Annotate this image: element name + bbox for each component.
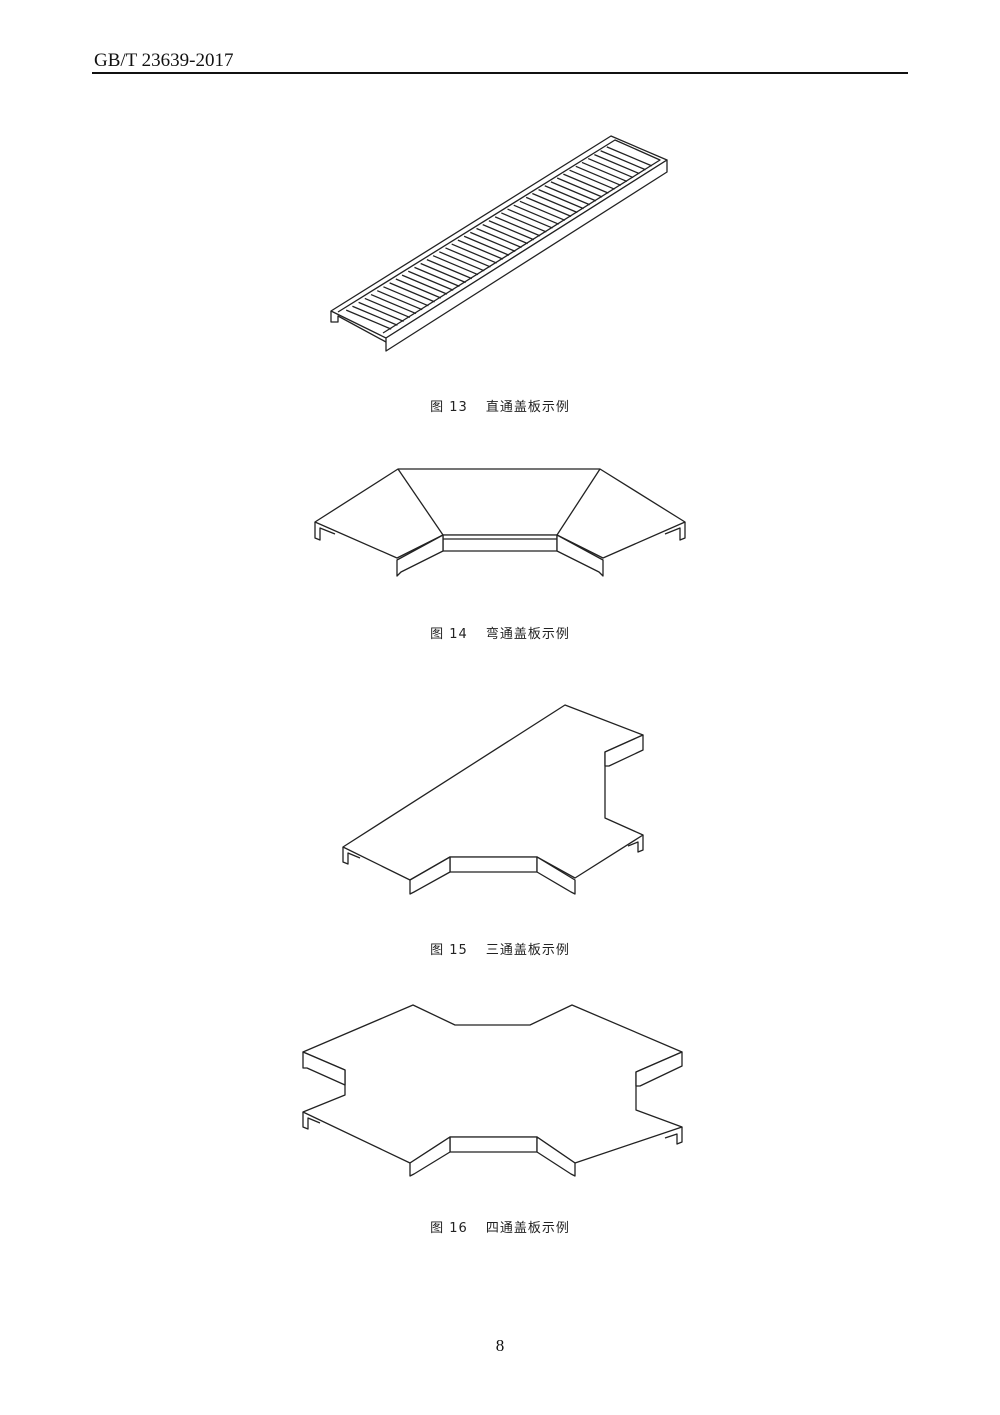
cover-slat (525, 196, 572, 218)
cover-slat (358, 301, 404, 322)
figure-13-straight-cover-drawing (330, 135, 668, 352)
cover-slat (532, 192, 578, 214)
figure-14-number: 图 14 (430, 627, 468, 642)
figure-13-title: 直通盖板示例 (485, 400, 570, 415)
figure-14-elbow-cover-drawing (314, 468, 686, 577)
header-rule (92, 72, 908, 74)
cover-slat (451, 243, 497, 264)
cover-slat (426, 258, 473, 280)
cover-slat (581, 161, 628, 183)
cover-slat (389, 282, 435, 303)
cover-slat (556, 177, 603, 198)
cover-slat (414, 266, 460, 287)
cover-slat (494, 216, 541, 237)
cover-slat (507, 208, 553, 229)
cover-slat (432, 255, 479, 276)
figure-13-number: 图 13 (430, 400, 468, 415)
figure-16-cross-cover-drawing (302, 1004, 683, 1177)
cover-slat (470, 231, 516, 252)
cover-slat (606, 146, 653, 167)
cover-slat (420, 262, 466, 284)
cover-slat (587, 157, 634, 179)
cover-slat (445, 247, 491, 268)
figure-15-tee-cover-drawing (342, 704, 644, 895)
cover-slat (519, 200, 566, 221)
cover-slat (395, 278, 442, 299)
cover-slat (544, 185, 591, 206)
cover-slat (439, 251, 485, 272)
figure-15-title: 三通盖板示例 (485, 943, 570, 958)
cover-slat (370, 293, 417, 315)
figure-16-number: 图 16 (430, 1221, 468, 1236)
cover-slat (550, 181, 597, 202)
page-number: 8 (495, 1336, 505, 1355)
figure-13-caption: 图 13 直通盖板示例 (0, 396, 1000, 415)
figure-15-number: 图 15 (430, 943, 468, 958)
cover-slat (538, 189, 584, 210)
figure-16-caption: 图 16 四通盖板示例 (0, 1217, 1000, 1236)
figure-16-title: 四通盖板示例 (485, 1221, 570, 1236)
cover-slat (513, 204, 559, 225)
cover-slat (488, 220, 535, 241)
cover-slat (594, 154, 640, 175)
cover-slat (401, 274, 448, 295)
cover-slat (407, 270, 454, 291)
standard-number: GB/T 23639-2017 (94, 50, 234, 71)
cover-slat (376, 290, 423, 311)
cover-slat (345, 309, 392, 330)
cover-slat (383, 286, 429, 307)
cover-slat (352, 305, 398, 326)
cover-slat (563, 173, 609, 194)
cover-slat (364, 297, 411, 319)
cover-slat (457, 239, 504, 260)
cover-slat (463, 235, 510, 256)
cover-slat (569, 169, 615, 190)
figure-14-title: 弯通盖板示例 (485, 627, 570, 642)
figure-14-caption: 图 14 弯通盖板示例 (0, 623, 1000, 642)
cover-slat (501, 212, 547, 233)
cover-slat (600, 150, 646, 171)
cover-slat (482, 224, 528, 245)
cover-slat (575, 165, 622, 186)
cover-slat (476, 227, 522, 249)
figure-15-caption: 图 15 三通盖板示例 (0, 939, 1000, 958)
